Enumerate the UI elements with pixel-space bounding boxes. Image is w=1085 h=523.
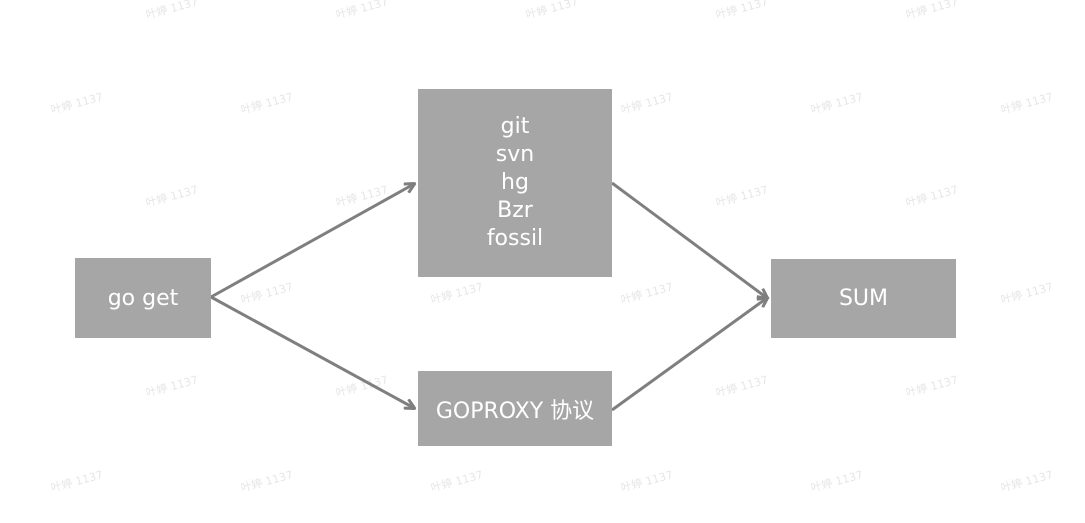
arrow-goget-to-vcs — [210, 184, 414, 299]
go-get-node: go get — [75, 258, 211, 338]
sum-label: SUM — [838, 286, 889, 311]
vcs-item-hg: hg — [501, 170, 529, 195]
vcs-item-fossil: fossil — [486, 226, 544, 251]
goproxy-node: GOPROXY 协议 — [418, 371, 612, 446]
go-get-label: go get — [107, 285, 179, 311]
vcs-node: git svn hg Bzr fossil — [418, 89, 612, 277]
goproxy-label: GOPROXY 协议 — [435, 398, 595, 424]
arrow-goget-to-goproxy — [210, 295, 414, 408]
sum-node: SUM — [771, 259, 956, 338]
arrow-goproxy-to-sum — [611, 298, 767, 412]
vcs-item-git: git — [500, 114, 530, 139]
vcs-item-bzr: Bzr — [497, 198, 533, 223]
arrow-vcs-to-sum — [611, 181, 767, 298]
vcs-item-svn: svn — [495, 142, 535, 167]
